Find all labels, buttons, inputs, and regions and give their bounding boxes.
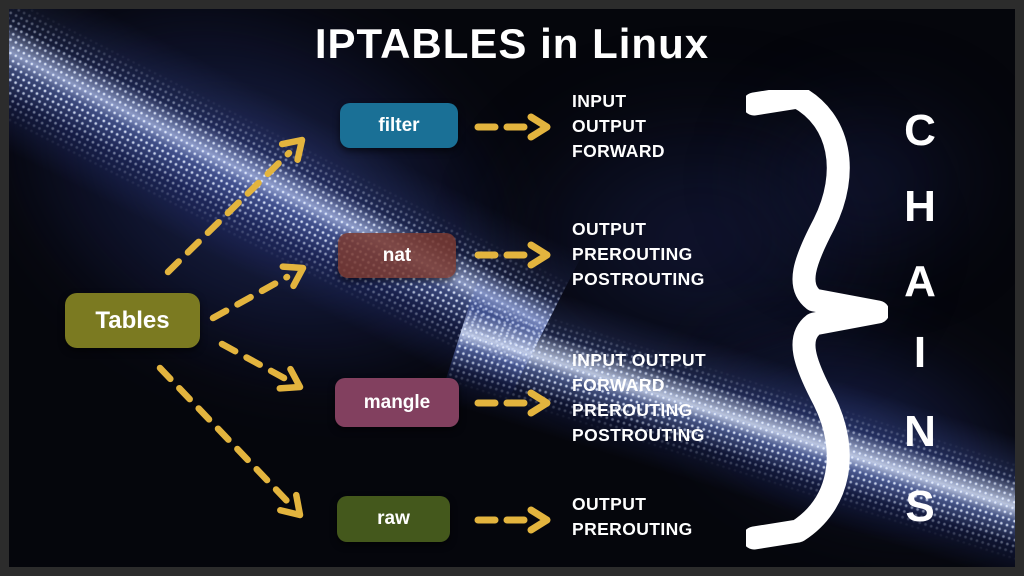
chains-letter: N: [904, 407, 936, 456]
filter-table-box: filter: [340, 103, 458, 148]
arrowhead-raw: [277, 491, 304, 519]
mangle-table-box: mangle: [335, 378, 459, 427]
chain-name: FORWARD: [572, 375, 665, 395]
arrowhead-filter: [278, 136, 306, 164]
chain-name: OUTPUT: [572, 116, 647, 136]
chain-name: INPUT OUTPUT: [572, 350, 707, 370]
chains-letter: H: [904, 182, 936, 231]
filter-chains-list: INPUT OUTPUT FORWARD: [572, 89, 665, 164]
curly-brace-icon: [746, 90, 888, 550]
chain-name: POSTROUTING: [572, 425, 705, 445]
chains-letter: A: [904, 257, 936, 306]
chain-name: PREROUTING: [572, 519, 693, 539]
chain-name: FORWARD: [572, 141, 665, 161]
arrow-filter-to-chains: [474, 113, 551, 141]
nat-chains-list: OUTPUT PREROUTING POSTROUTING: [572, 217, 705, 292]
arrow-tables-to-raw: [156, 364, 292, 506]
arrow-raw-to-chains: [474, 506, 551, 534]
arrowhead-nat: [279, 263, 307, 290]
chain-name: PREROUTING: [572, 400, 693, 420]
tables-box-label: Tables: [95, 306, 170, 334]
raw-table-box: raw: [337, 496, 450, 542]
arrow-nat-to-chains: [474, 241, 551, 269]
arrowhead-mangle: [276, 365, 304, 392]
arrow-tables-to-nat: [209, 273, 291, 322]
page-title: IPTABLES in Linux: [314, 20, 710, 67]
mangle-table-label: mangle: [363, 391, 431, 413]
chain-name: INPUT: [572, 91, 627, 111]
chains-letter: C: [904, 106, 936, 155]
chains-letter: S: [905, 482, 935, 531]
nat-table-label: nat: [382, 244, 412, 266]
arrow-mangle-to-chains: [474, 389, 551, 417]
tables-box: Tables: [65, 293, 200, 348]
raw-table-label: raw: [377, 508, 410, 529]
mangle-chains-list: INPUT OUTPUT FORWARD PREROUTING POSTROUT…: [572, 348, 706, 448]
raw-chains-list: OUTPUT PREROUTING: [572, 492, 693, 542]
chain-name: OUTPUT: [572, 219, 647, 239]
chain-name: POSTROUTING: [572, 269, 705, 289]
arrow-tables-to-mangle: [218, 340, 288, 382]
chain-name: PREROUTING: [572, 244, 693, 264]
chains-letter: I: [913, 328, 927, 377]
filter-table-label: filter: [378, 114, 420, 136]
arrow-tables-to-filter: [164, 149, 293, 276]
chain-name: OUTPUT: [572, 494, 647, 514]
nat-table-box: nat: [338, 233, 456, 278]
